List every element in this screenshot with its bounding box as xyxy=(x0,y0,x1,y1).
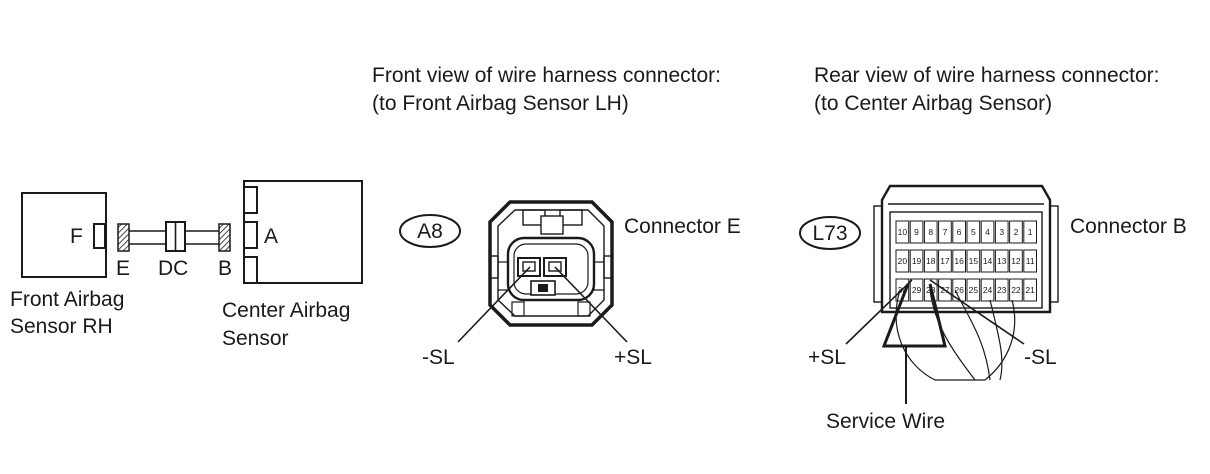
front-view-title-2: (to Front Airbag Sensor LH) xyxy=(372,92,629,115)
pin-cell xyxy=(923,220,938,244)
pin-cell xyxy=(980,278,995,302)
connector-b-symbol xyxy=(218,223,231,252)
front-sensor-letter: F xyxy=(70,225,83,248)
pin-cell xyxy=(1023,249,1037,273)
front-pin-minus-sl: -SL xyxy=(422,346,455,369)
pin-number: 7 xyxy=(943,227,948,237)
front-sensor-terminal xyxy=(93,223,106,249)
front-view-title-1: Front view of wire harness connector: xyxy=(372,64,721,87)
pin-number: 6 xyxy=(957,227,962,237)
pin-number: 5 xyxy=(971,227,976,237)
rear-view-section: Rear view of wire harness connector: (to… xyxy=(799,64,1187,433)
connector-e-label: E xyxy=(116,257,130,280)
connector-e-caption: Connector E xyxy=(624,215,741,238)
pin-cell xyxy=(966,249,981,273)
pin-number: 26 xyxy=(954,285,964,295)
pin-number: 10 xyxy=(898,227,908,237)
center-sensor-label-2: Sensor xyxy=(222,327,289,350)
front-sensor-label-2: Sensor RH xyxy=(10,315,113,338)
pin-number: 16 xyxy=(954,256,964,266)
pin-cell xyxy=(1009,278,1023,302)
pin-number: 11 xyxy=(1026,256,1035,266)
pin-cell xyxy=(923,249,938,273)
pin-cell xyxy=(938,220,952,244)
service-wire-loop xyxy=(881,283,947,348)
connector-dc-label: DC xyxy=(158,257,188,280)
center-sensor-terminal xyxy=(243,221,258,249)
pin-number: 29 xyxy=(912,285,922,295)
pin-cell xyxy=(980,220,995,244)
pin-number: 17 xyxy=(940,256,950,266)
pin-number: 9 xyxy=(914,227,919,237)
pin-cell xyxy=(994,278,1009,302)
center-sensor-label-1: Center Airbag xyxy=(222,299,350,322)
connector-code-oval-l73 xyxy=(799,216,861,250)
pin-cell xyxy=(895,220,910,244)
rear-view-title-2: (to Center Airbag Sensor) xyxy=(814,92,1052,115)
connector-code-a8: A8 xyxy=(417,220,443,243)
pin-cell xyxy=(966,220,981,244)
pin-cell xyxy=(966,278,981,302)
connector-e-drawing xyxy=(457,200,628,343)
pin-cell xyxy=(952,278,966,302)
pin-cell xyxy=(909,249,924,273)
pin-cell xyxy=(938,249,952,273)
rear-pin-plus-sl: +SL xyxy=(808,346,846,369)
pin-number: 1 xyxy=(1028,227,1033,237)
pin-number: 13 xyxy=(997,256,1007,266)
pin-cell xyxy=(1023,278,1037,302)
rear-pin-minus-sl: -SL xyxy=(1024,346,1057,369)
pin-cell xyxy=(952,249,966,273)
pin-number: 24 xyxy=(983,285,993,295)
connector-code-l73: L73 xyxy=(812,222,847,245)
pin-cell xyxy=(994,220,1009,244)
pin-number: 4 xyxy=(985,227,990,237)
connector-b-caption: Connector B xyxy=(1070,215,1187,238)
pin-cell xyxy=(952,220,966,244)
center-sensor-letter: A xyxy=(264,225,278,248)
pin-number: 12 xyxy=(1011,256,1021,266)
service-wire-label: Service Wire xyxy=(826,410,945,433)
pin-number: 15 xyxy=(969,256,979,266)
pin-number: 18 xyxy=(926,256,936,266)
pin-cell xyxy=(1009,220,1023,244)
front-sensor-label-1: Front Airbag xyxy=(10,288,124,311)
pin-number: 21 xyxy=(1025,285,1035,295)
pin-cell xyxy=(980,249,995,273)
pin-cell xyxy=(909,220,924,244)
pin-cell xyxy=(1009,249,1023,273)
pin-cell xyxy=(895,249,910,273)
pin-cell xyxy=(909,278,924,302)
pin-number: 25 xyxy=(969,285,979,295)
front-view-section: Front view of wire harness connector: (t… xyxy=(372,64,741,369)
pin-cell xyxy=(994,249,1009,273)
pin-number: 14 xyxy=(983,256,993,266)
block-diagram: F E DC B A Front Airbag Sensor RH Center… xyxy=(10,180,363,350)
connector-b-label: B xyxy=(218,257,232,280)
center-airbag-sensor-box xyxy=(243,180,363,284)
front-pin-plus-sl: +SL xyxy=(614,346,652,369)
pin-cell xyxy=(1023,220,1037,244)
pin-number: 23 xyxy=(997,285,1007,295)
pin-number: 8 xyxy=(928,227,933,237)
pin-number: 19 xyxy=(912,256,922,266)
pin-number: 2 xyxy=(1014,227,1019,237)
pin-number: 3 xyxy=(999,227,1004,237)
pin-number: 20 xyxy=(898,256,908,266)
connector-code-oval-a8 xyxy=(399,214,461,248)
connector-e-symbol xyxy=(117,223,130,252)
rear-view-title-1: Rear view of wire harness connector: xyxy=(814,64,1160,87)
pin-number: 22 xyxy=(1011,285,1021,295)
